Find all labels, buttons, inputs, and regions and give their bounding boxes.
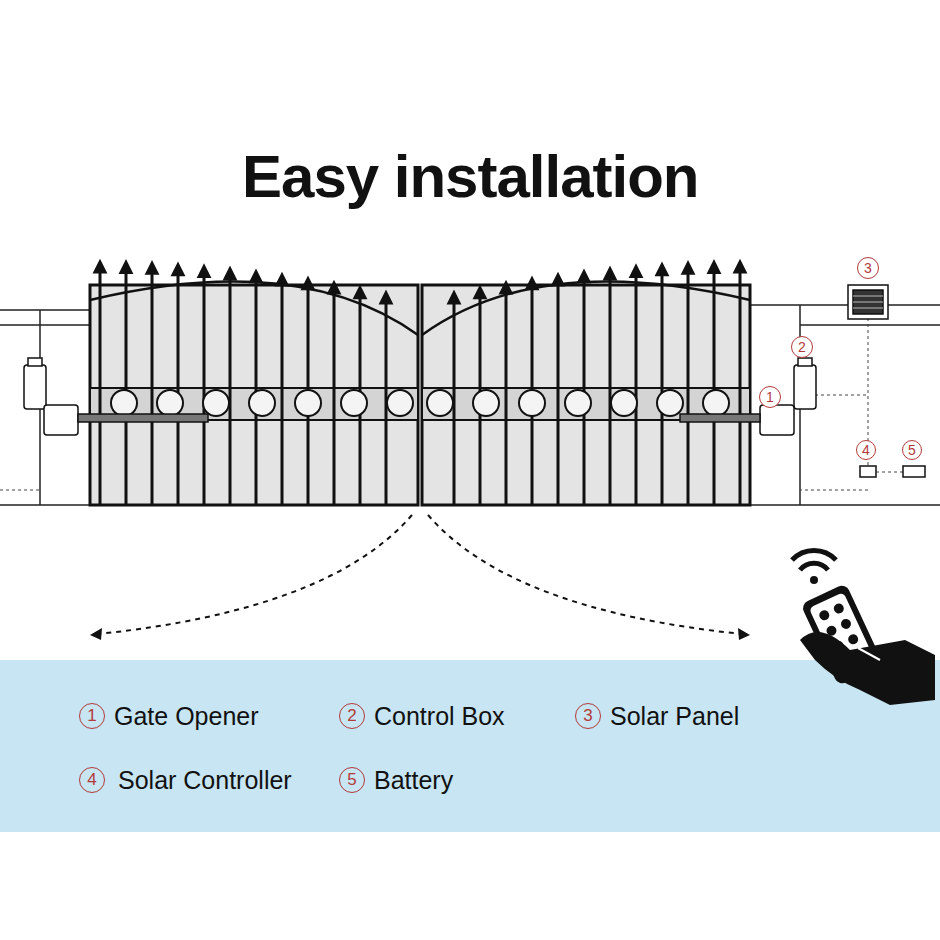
legend-text: Control Box [374,702,505,731]
callout-number: 2 [339,703,365,729]
gate-bar [333,291,336,505]
gate-ring [519,390,545,416]
gate-bar [505,291,508,505]
gate-ring [473,390,499,416]
spike [355,288,365,298]
title: Easy installation [242,142,699,211]
gate-ring [657,390,683,416]
spike [579,272,589,282]
spike [121,262,131,272]
callout-number: 2 [791,336,813,358]
swing-arcs [98,515,742,634]
gate-ring [565,390,591,416]
legend-text: Battery [374,766,453,795]
gate-bar [713,270,716,505]
callout-number: 3 [857,257,879,279]
gate-bar [635,275,638,505]
callout-number: 5 [339,767,365,793]
legend-text: Solar Panel [610,702,739,731]
gate-ring [157,390,183,416]
gate-bar [281,283,284,505]
spike [277,275,287,285]
solar-parts [848,285,925,477]
callout-number: 1 [79,703,105,729]
arrowheads [90,628,750,640]
spike [147,263,157,273]
spike [225,269,235,279]
spike [501,283,511,293]
legend-text: Gate Opener [114,702,259,731]
gate-bar [203,275,206,505]
spike [657,265,667,275]
gate-openers [24,358,816,435]
gate-bar [151,271,154,505]
spike [251,272,261,282]
spike [95,262,105,272]
remote-hand [792,550,935,705]
spike [683,263,693,273]
gate-ring [387,390,413,416]
gate-ring [611,390,637,416]
gate-ring [341,390,367,416]
gate-ring [249,390,275,416]
gate-bar [557,283,560,505]
spike [173,265,183,275]
legend-band [0,660,940,832]
spike [449,293,459,303]
gate-ring [111,390,137,416]
gate-bar [609,277,612,505]
callout-number: 3 [575,703,601,729]
gate-bar [229,277,232,505]
gate-bar [687,271,690,505]
gate-bar [739,270,742,505]
spike [553,275,563,285]
gate-ring [203,390,229,416]
gate-bar [177,273,180,505]
gate-bar [99,270,102,505]
spike [527,279,537,289]
spike [709,262,719,272]
spike [605,269,615,279]
callout-number: 1 [759,386,781,408]
spike [475,288,485,298]
legend-text: Solar Controller [118,766,292,795]
callout-number: 4 [79,767,105,793]
gate-ring [295,390,321,416]
spike [303,279,313,289]
gate-ring [427,390,453,416]
spike [381,293,391,303]
spike [631,267,641,277]
spike [329,283,339,293]
gate-bar [661,273,664,505]
callout-number: 5 [902,440,922,460]
gate-ring [703,390,729,416]
callout-number: 4 [856,440,876,460]
gate-leaves [90,262,750,505]
gate-bar [125,270,128,505]
spike [735,262,745,272]
spike [199,267,209,277]
